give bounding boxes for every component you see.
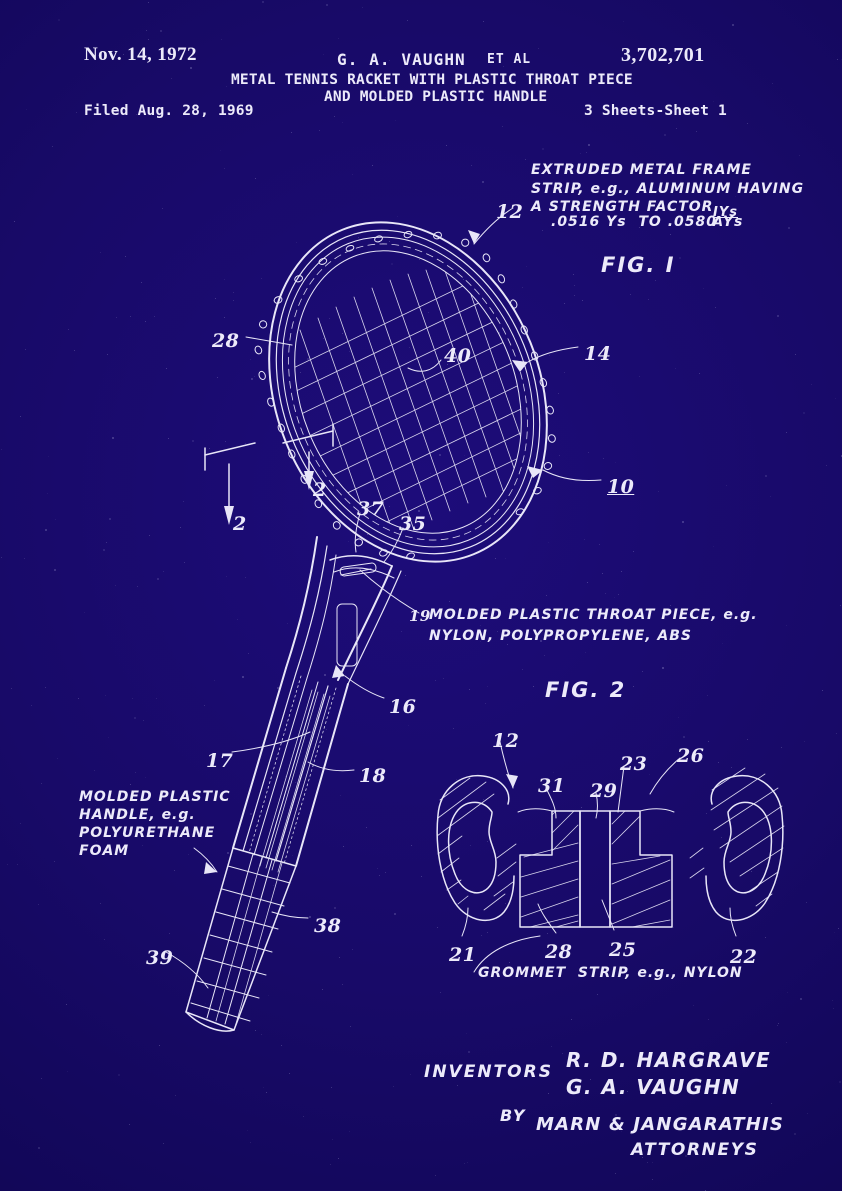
figure-1-label: FIG. I (601, 253, 676, 277)
figure-2-label: FIG. 2 (545, 678, 626, 702)
reference-numeral-18: 18 (359, 765, 386, 787)
reference-numeral-2: 2 (233, 513, 247, 535)
reference-numeral-28: 28 (545, 941, 572, 963)
racket-throat (286, 537, 401, 684)
inventors-label: INVENTORS (424, 1062, 553, 1082)
inventor-name-1: R. D. HARGRAVE (566, 1048, 771, 1072)
reference-numeral-21: 21 (449, 944, 476, 966)
fig2-cross-section (437, 742, 784, 972)
reference-numeral-2: 2 (313, 479, 327, 501)
filing-date: Filed Aug. 28, 1969 (84, 103, 254, 119)
note-grommet-strip: GROMMET STRIP, e.g., NYLON (478, 965, 743, 981)
fig1-racket (166, 180, 601, 1031)
reference-numeral-23: 23 (620, 753, 647, 775)
fig2-leaders (462, 742, 736, 972)
reference-numeral-12: 12 (496, 201, 523, 223)
reference-numeral-31: 31 (538, 775, 565, 797)
note-extruded-line-2: STRIP, e.g., ALUMINUM HAVING (531, 181, 804, 197)
note-extruded-line-1: EXTRUDED METAL FRAME (531, 162, 752, 178)
patent-date: Nov. 14, 1972 (84, 44, 197, 66)
reference-numeral-40: 40 (444, 345, 471, 367)
note-throat-line-1: MOLDED PLASTIC THROAT PIECE, e.g. (429, 607, 758, 623)
note-handle-line-1: MOLDED PLASTIC (79, 789, 231, 805)
reference-numeral-35: 35 (399, 513, 426, 535)
patent-title-line-2: AND MOLDED PLASTIC HANDLE (324, 89, 547, 105)
reference-numeral-22: 22 (730, 946, 757, 968)
reference-numeral-16: 16 (389, 696, 416, 718)
reference-numeral-26: 26 (677, 745, 704, 767)
note-handle-line-4: FOAM (79, 843, 129, 859)
note-handle-line-2: HANDLE, e.g. (79, 807, 196, 823)
patent-number: 3,702,701 (621, 44, 705, 67)
reference-numeral-39: 39 (146, 947, 173, 969)
sheet-count: 3 Sheets-Sheet 1 (584, 103, 727, 119)
reference-numeral-14: 14 (584, 343, 611, 365)
reference-numeral-38: 38 (314, 915, 341, 937)
racket-grip (186, 848, 296, 1031)
reference-numeral-17: 17 (206, 750, 233, 772)
patent-title-line-1: METAL TENNIS RACKET WITH PLASTIC THROAT … (231, 72, 633, 88)
reference-numeral-28: 28 (212, 330, 239, 352)
attorneys-label: ATTORNEYS (631, 1140, 758, 1160)
note-handle-line-3: POLYURETHANE (79, 825, 215, 841)
strength-fraction-denominator: A (713, 215, 724, 230)
reference-numeral-25: 25 (609, 939, 636, 961)
ref-19: 19 (409, 607, 431, 625)
header-et-al: ET AL (487, 52, 531, 67)
reference-numeral-12: 12 (492, 730, 519, 752)
note-throat-line-2: NYLON, POLYPROPYLENE, ABS (429, 628, 692, 644)
law-firm: MARN & JANGARATHIS (536, 1114, 784, 1135)
reference-numeral-29: 29 (590, 780, 617, 802)
inventor-name-2: G. A. VAUGHN (566, 1075, 740, 1099)
reference-numeral-10: 10 (607, 476, 634, 498)
reference-numeral-37: 37 (357, 498, 384, 520)
fig1-leaders (166, 208, 601, 988)
note-extruded-line-3: A STRENGTH FACTOR (531, 199, 713, 215)
header-inventor: G. A. VAUGHN (337, 50, 466, 69)
by-label: BY (500, 1106, 526, 1125)
